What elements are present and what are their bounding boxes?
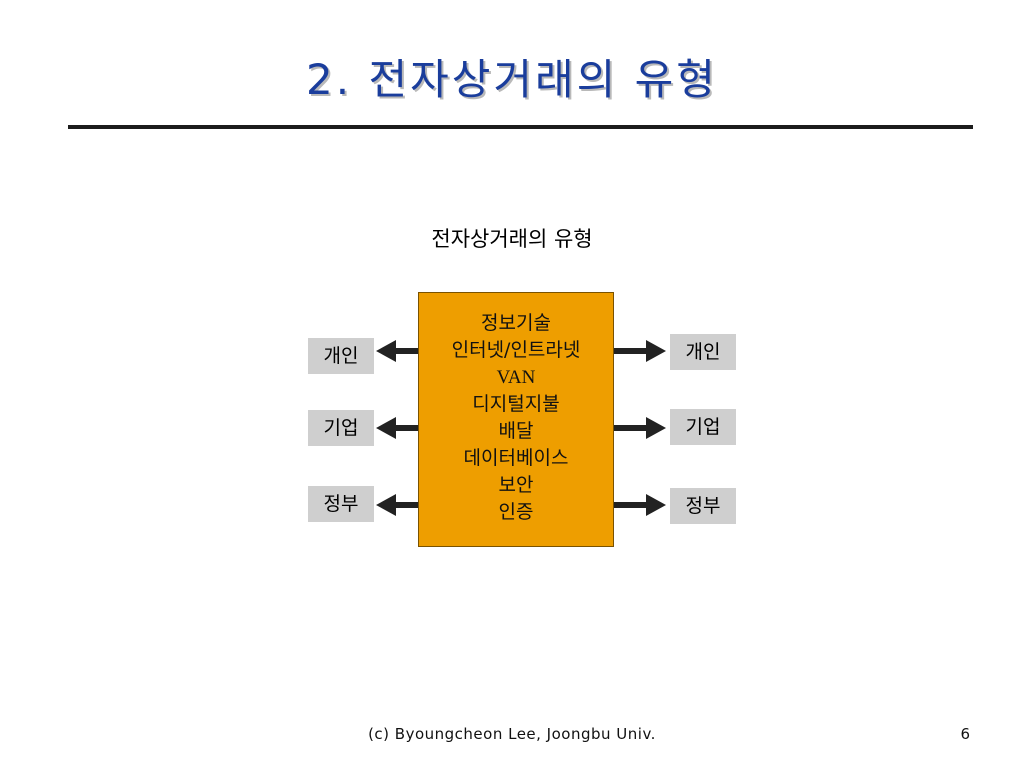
center-box-line: 인터넷/인트라넷 — [451, 339, 581, 361]
footer-credit: (c) Byoungcheon Lee, Joongbu Univ. — [368, 725, 656, 743]
arrow-right-government — [614, 494, 666, 516]
arrow-right-business — [614, 417, 666, 439]
entity-label: 정부 — [323, 493, 359, 515]
page-number: 6 — [960, 725, 970, 743]
center-box-line: VAN — [496, 367, 536, 388]
center-box-line: 보안 — [498, 474, 534, 496]
center-box-line: 배달 — [498, 420, 534, 442]
arrow-left-individual — [376, 340, 418, 362]
center-box-line: 데이터베이스 — [463, 447, 569, 469]
arrow-right-individual — [614, 340, 666, 362]
diagram-title: 전자상거래의 유형 — [431, 227, 593, 251]
entity-label: 개인 — [685, 341, 721, 363]
entity-left-business: 기업 — [308, 410, 374, 446]
entity-label: 기업 — [323, 417, 359, 439]
entity-label: 개인 — [323, 345, 359, 367]
entity-left-individual: 개인 — [308, 338, 374, 374]
title-divider — [68, 125, 973, 129]
center-box-line: 인증 — [498, 501, 534, 523]
center-box: 정보기술 인터넷/인트라넷 VAN 디지털지불 배달 데이터베이스 보안 인증 — [418, 292, 614, 547]
arrow-left-government — [376, 494, 418, 516]
entity-right-government: 정부 — [670, 488, 736, 524]
entity-label: 정부 — [685, 495, 721, 517]
entity-label: 기업 — [685, 416, 721, 438]
entity-left-government: 정부 — [308, 486, 374, 522]
slide-title: 2. 전자상거래의 유형 — [306, 55, 718, 104]
center-box-line: 디지털지불 — [472, 393, 560, 415]
center-box-line: 정보기술 — [481, 312, 551, 334]
arrow-left-business — [376, 417, 418, 439]
entity-right-individual: 개인 — [670, 334, 736, 370]
entity-right-business: 기업 — [670, 409, 736, 445]
